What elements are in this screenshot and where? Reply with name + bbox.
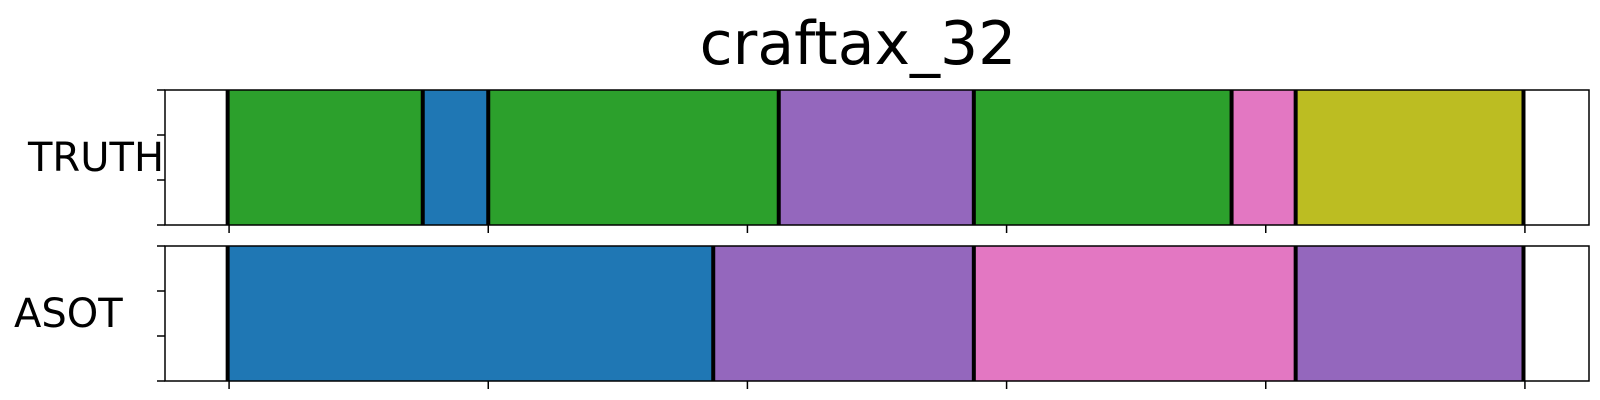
segment-asot-1: [227, 246, 714, 381]
row-truth: TRUTH: [27, 89, 1590, 233]
row-asot: ASOT: [14, 245, 1590, 389]
row-label-truth: TRUTH: [27, 135, 164, 181]
rows-layer: TRUTH ASOT: [14, 89, 1590, 389]
segment-asot-3: [973, 246, 1296, 381]
segment-truth-6: [1231, 90, 1296, 225]
chart-title: craftax_32: [700, 9, 1017, 79]
segment-truth-5: [973, 90, 1232, 225]
segment-truth-2: [422, 90, 489, 225]
axes-frame: [164, 89, 1590, 226]
segment-asot-4: [1295, 246, 1524, 381]
axes-frame: [164, 245, 1590, 382]
segment-truth-4: [778, 90, 974, 225]
segment-asot-2: [713, 246, 974, 381]
row-label-asot: ASOT: [14, 291, 123, 337]
segment-truth-1: [227, 90, 423, 225]
segment-truth-3: [488, 90, 779, 225]
segment-truth-7: [1295, 90, 1524, 225]
